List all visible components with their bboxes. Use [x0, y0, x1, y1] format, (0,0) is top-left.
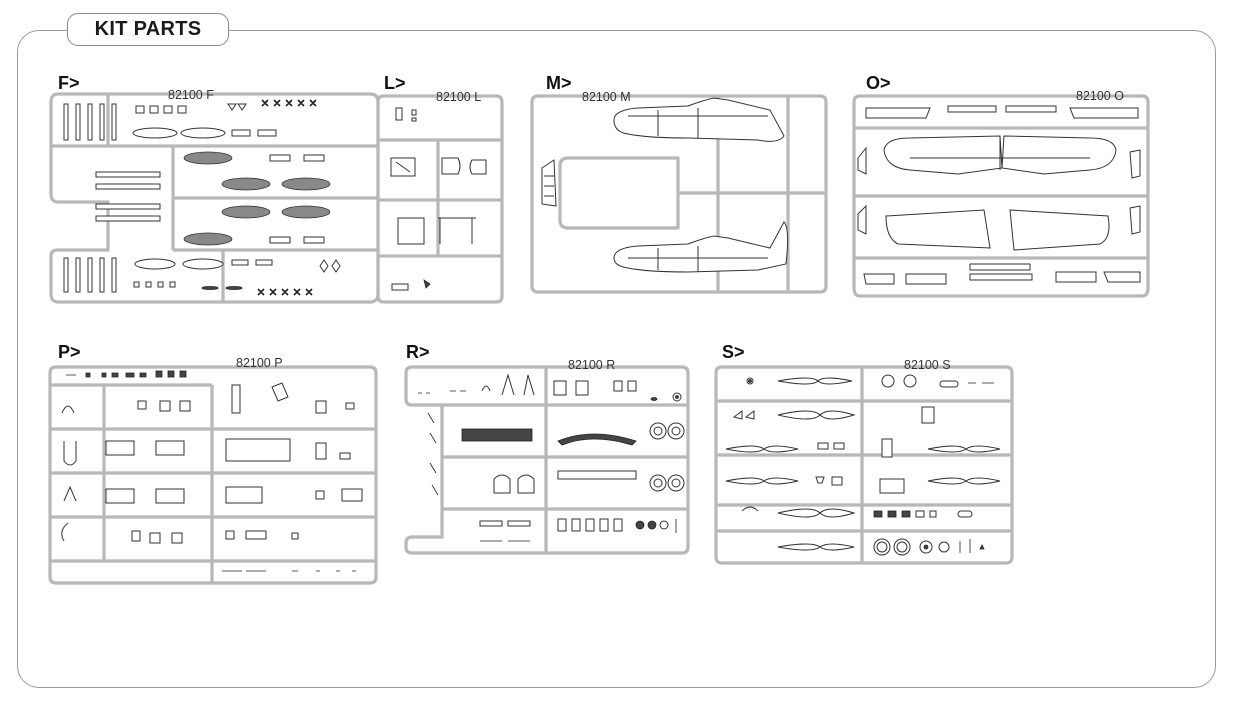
x-marks-bottom [257, 288, 313, 296]
fuselage-half-lower [613, 221, 789, 273]
sprue-s-code: 82100 S [904, 358, 951, 372]
sprue-p-code: 82100 P [236, 356, 283, 370]
sprue-o-letter: O> [866, 73, 891, 93]
wheel-parts [649, 422, 685, 492]
sprue-f: 82100 F [49, 88, 380, 304]
sprue-f-code: 82100 F [168, 88, 214, 102]
sprue-r: 82100 R [404, 358, 690, 555]
sprue-m-letter: M> [546, 73, 572, 93]
sprue-f-letter: F> [58, 73, 80, 93]
sprue-r-code: 82100 R [568, 358, 615, 372]
drop-tank-parts [183, 151, 331, 246]
rocket-parts [63, 103, 117, 293]
pylon-parts [95, 171, 161, 222]
x-marks-top [261, 99, 317, 107]
upper-wing [883, 135, 1117, 175]
engine-parts [461, 428, 637, 480]
sprue-p-letter: P> [58, 342, 81, 362]
sprue-p: 82100 P [48, 356, 378, 585]
propeller-blade-parts [725, 377, 1001, 551]
sprue-l: 82100 L [376, 90, 504, 304]
sprue-l-letter: L> [384, 73, 406, 93]
sprue-s-letter: S> [722, 342, 745, 362]
sprue-s: 82100 S [714, 358, 1014, 565]
fuselage-half-upper [613, 97, 785, 142]
sprue-m: 82100 M [530, 90, 828, 294]
page-title: KIT PARTS [67, 13, 229, 46]
lower-wing [885, 209, 1110, 251]
kit-parts-frame [17, 30, 1216, 688]
sprue-r-letter: R> [406, 342, 430, 362]
sprue-o: 82100 O [852, 89, 1150, 298]
cockpit-tub-parts [105, 438, 291, 504]
sprue-l-code: 82100 L [436, 90, 481, 104]
sprue-m-code: 82100 M [582, 90, 631, 104]
sprue-o-code: 82100 O [1076, 89, 1124, 103]
